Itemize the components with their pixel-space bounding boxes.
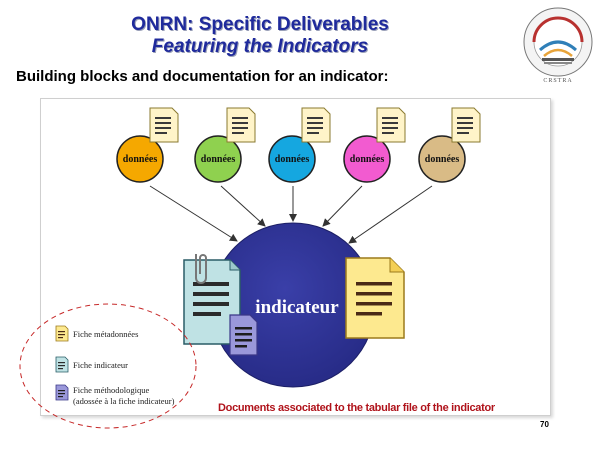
page-number: 70 xyxy=(540,420,549,429)
diagram-caption: Documents associated to the tabular file… xyxy=(218,402,495,414)
arrow-2 xyxy=(220,185,266,227)
logo-label: CRSTRA xyxy=(543,78,573,84)
slide-title: ONRN: Specific Deliverables xyxy=(131,14,389,35)
legend-item-methodology: Fiche méthodologique xyxy=(73,385,149,395)
metadata-sheet-icon xyxy=(301,107,331,143)
methodology-sheet-icon xyxy=(229,314,258,356)
legend-item-metadata: Fiche métadonnées xyxy=(73,329,138,339)
data-node-4: données xyxy=(343,135,391,183)
data-node-2: données xyxy=(194,135,242,183)
metadata-sheet-large-icon xyxy=(345,257,405,339)
indicator-sheet-icon xyxy=(183,254,241,345)
legend-metadata-icon xyxy=(55,325,69,342)
data-node-4-label: données xyxy=(350,154,385,165)
metadata-sheet-icon xyxy=(451,107,481,143)
data-node-4-circle xyxy=(343,135,391,183)
arrow-4 xyxy=(322,185,363,227)
data-node-2-label: données xyxy=(201,154,236,165)
legend-item-indicator: Fiche indicateur xyxy=(73,360,128,370)
data-node-5-circle xyxy=(418,135,466,183)
indicator-label: indicateur xyxy=(255,297,339,318)
metadata-sheet-icon xyxy=(226,107,256,143)
arrow-5 xyxy=(348,185,433,244)
data-node-3-label: données xyxy=(275,154,310,165)
institution-seal-icon xyxy=(523,7,593,77)
data-node-1-circle xyxy=(116,135,164,183)
metadata-sheet-icon xyxy=(376,107,406,143)
data-node-2-circle xyxy=(194,135,242,183)
legend-item-methodology-note: (adossée à la fiche indicateur) xyxy=(73,396,175,406)
legend-indicator-icon xyxy=(55,356,69,373)
data-node-3-circle xyxy=(268,135,316,183)
data-node-3: données xyxy=(268,135,316,183)
data-node-5: données xyxy=(418,135,466,183)
metadata-sheet-icon xyxy=(149,107,179,143)
data-node-1: données xyxy=(116,135,164,183)
legend-outline xyxy=(19,303,197,429)
arrow-1 xyxy=(149,185,238,242)
legend-methodology-icon xyxy=(55,384,69,401)
slide-subtitle: Building blocks and documentation for an… xyxy=(16,68,389,85)
data-node-5-label: données xyxy=(425,154,460,165)
data-node-1-label: données xyxy=(123,154,158,165)
slide-title-line2: Featuring the Indicators xyxy=(151,36,369,57)
